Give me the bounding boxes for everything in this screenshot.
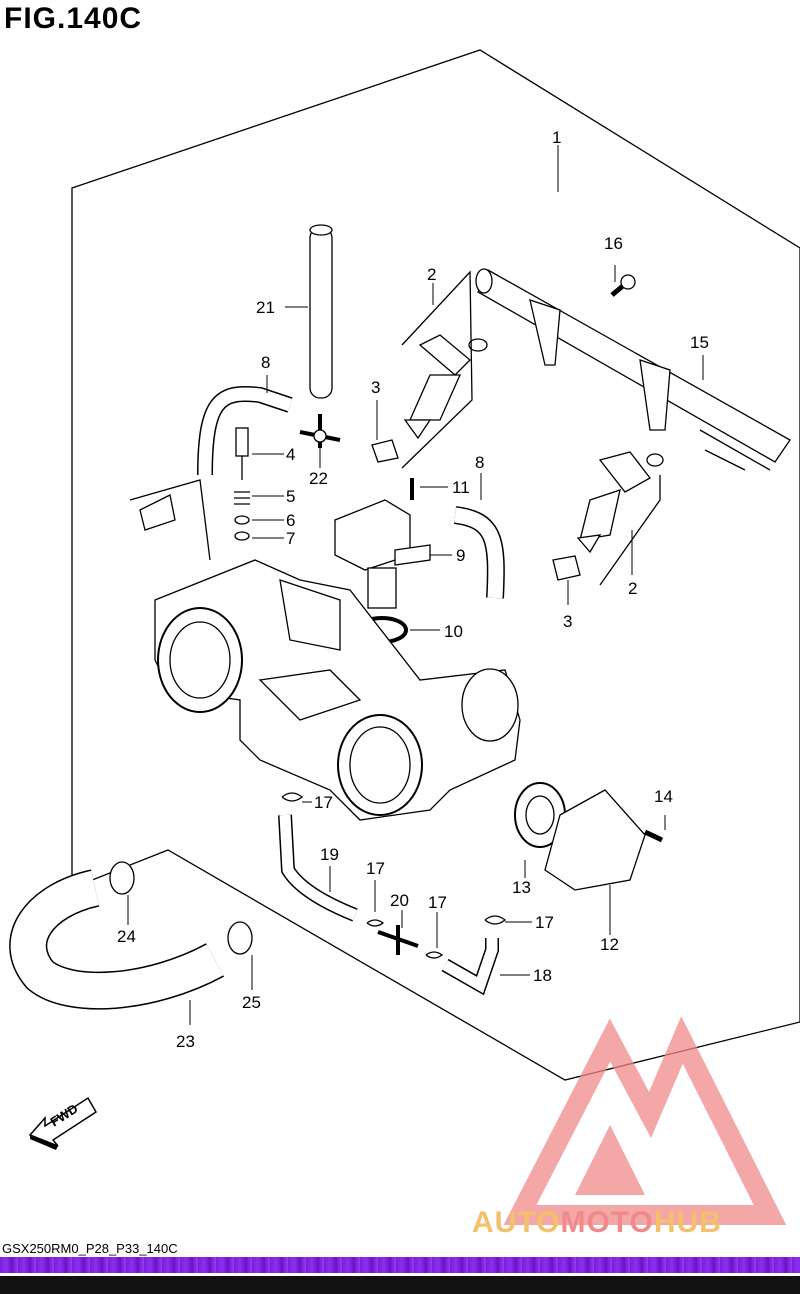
part-24-clamp bbox=[109, 861, 135, 895]
parts-4-7-screw-stack bbox=[234, 427, 250, 541]
callout-6: 6 bbox=[286, 511, 295, 530]
assembly-frame bbox=[71, 49, 800, 1081]
part-15-fuel-rail bbox=[475, 268, 791, 471]
callout-17-a: 17 bbox=[314, 793, 333, 812]
callout-2-upper: 2 bbox=[427, 265, 436, 284]
part-2-injector-lower bbox=[576, 451, 664, 586]
callout-17-d: 17 bbox=[535, 913, 554, 932]
callout-4: 4 bbox=[286, 445, 295, 464]
callout-21: 21 bbox=[256, 298, 275, 317]
brand-part-hub: HUB bbox=[653, 1206, 722, 1239]
leader-lines bbox=[127, 145, 704, 1025]
throttle-body bbox=[129, 479, 521, 821]
callout-13: 13 bbox=[512, 878, 531, 897]
footer-color-bar bbox=[0, 1257, 800, 1273]
part-9-sensor bbox=[334, 499, 431, 609]
callout-2-lower: 2 bbox=[628, 579, 637, 598]
figure-title: FIG.140C bbox=[4, 2, 143, 35]
brand-part-moto: MOTO bbox=[560, 1206, 654, 1239]
callout-18: 18 bbox=[533, 966, 552, 985]
part-21-hose bbox=[309, 227, 333, 399]
callout-3-lower: 3 bbox=[563, 612, 572, 631]
part-12-cover bbox=[544, 789, 646, 891]
footer-black-bar bbox=[0, 1276, 800, 1294]
callout-7: 7 bbox=[286, 529, 295, 548]
callout-3-upper: 3 bbox=[371, 378, 380, 397]
callout-1: 1 bbox=[552, 128, 561, 147]
fwd-arrow-icon: FWD bbox=[28, 1096, 98, 1150]
callout-22: 22 bbox=[309, 469, 328, 488]
callout-11: 11 bbox=[452, 478, 470, 497]
part-14-screw bbox=[643, 829, 664, 843]
callout-17-b: 17 bbox=[366, 859, 385, 878]
callout-19: 19 bbox=[320, 845, 339, 864]
callout-17-c: 17 bbox=[428, 893, 447, 912]
callout-25: 25 bbox=[242, 993, 261, 1012]
part-3-seal-lower bbox=[552, 555, 581, 581]
part-2-injector-upper bbox=[401, 270, 488, 469]
brand-part-auto: AUTO bbox=[472, 1206, 561, 1239]
callout-23: 23 bbox=[176, 1032, 195, 1051]
callout-5: 5 bbox=[286, 487, 295, 506]
callout-15: 15 bbox=[690, 333, 709, 352]
callout-8-right: 8 bbox=[475, 453, 484, 472]
callout-14: 14 bbox=[654, 787, 673, 806]
callout-24: 24 bbox=[117, 927, 136, 946]
callout-8-left: 8 bbox=[261, 353, 270, 372]
part-25-clamp bbox=[227, 921, 253, 955]
callout-20: 20 bbox=[390, 891, 409, 910]
callout-labels: 1 2 2 3 3 4 5 6 7 8 8 9 10 11 12 13 14 1… bbox=[117, 128, 709, 1051]
part-3-seal-upper bbox=[371, 439, 399, 463]
callout-12: 12 bbox=[600, 935, 619, 954]
callout-9: 9 bbox=[456, 546, 465, 565]
part-17-clamps bbox=[281, 792, 507, 959]
callout-16: 16 bbox=[604, 234, 623, 253]
brand-wordmark: AUTOMOTOHUB bbox=[472, 1206, 722, 1240]
callout-10: 10 bbox=[444, 622, 463, 641]
automotohub-logo bbox=[503, 1016, 787, 1225]
footer-code: GSX250RM0_P28_P33_140C bbox=[2, 1241, 178, 1256]
part-20-t-piece bbox=[377, 925, 419, 955]
